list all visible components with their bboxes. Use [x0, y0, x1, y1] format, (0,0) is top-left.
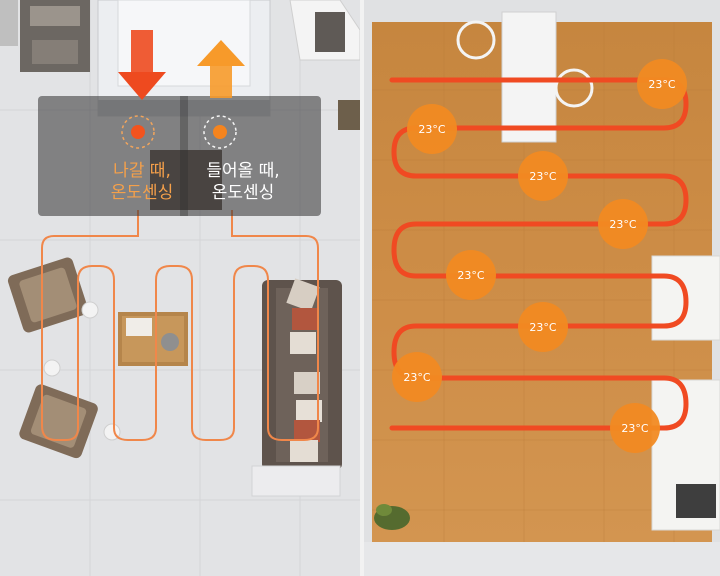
temp-badge: 23°C: [598, 199, 648, 249]
heating-pipe-left: [41, 210, 319, 441]
temp-badge: 23°C: [407, 104, 457, 154]
temp-value: 23°C: [621, 422, 648, 435]
temp-value: 23°C: [648, 78, 675, 91]
exit-arrow-icon: [118, 30, 166, 100]
temp-badge: 23°C: [518, 302, 568, 352]
sensor-overlay: [38, 96, 321, 216]
sofa: [262, 278, 342, 470]
temp-value: 23°C: [529, 321, 556, 334]
shelf-left: [0, 0, 90, 72]
temp-value: 23°C: [403, 371, 430, 384]
temp-badge: 23°C: [610, 403, 660, 453]
temp-badge: 23°C: [392, 352, 442, 402]
plant-icon: [374, 504, 410, 530]
heated-floor-scene: 23°C 23°C 23°C 23°C 23°C: [364, 0, 720, 576]
exit-sensing-label: 나갈 때, 온도센싱: [110, 161, 174, 203]
enter-arrow-icon: [197, 40, 245, 98]
living-room-scene: [0, 0, 361, 576]
living-room-panel: 나갈 때, 온도센싱 들어올 때, 온도센싱: [0, 0, 361, 576]
temp-value: 23°C: [529, 170, 556, 183]
temp-value: 23°C: [418, 123, 445, 136]
dining-table: [456, 11, 594, 143]
temp-badge: 23°C: [637, 59, 687, 109]
right-sofa: [651, 255, 720, 531]
temperature-badges: 23°C 23°C 23°C 23°C 23°C: [392, 59, 687, 453]
exit-sensor-marker: [121, 115, 155, 149]
temp-badge: 23°C: [518, 151, 568, 201]
temp-value: 23°C: [609, 218, 636, 231]
enter-sensing-label: 들어올 때, 온도센싱: [206, 161, 280, 203]
enter-sensor-marker: [203, 115, 237, 149]
armchair-top: [7, 257, 89, 333]
stairs-right: [289, 0, 361, 130]
coffee-table: [118, 312, 188, 366]
temp-badge: 23°C: [446, 250, 496, 300]
panel-divider: [360, 0, 364, 576]
temp-value: 23°C: [457, 269, 484, 282]
heated-floor-panel: 23°C 23°C 23°C 23°C 23°C: [364, 0, 720, 576]
